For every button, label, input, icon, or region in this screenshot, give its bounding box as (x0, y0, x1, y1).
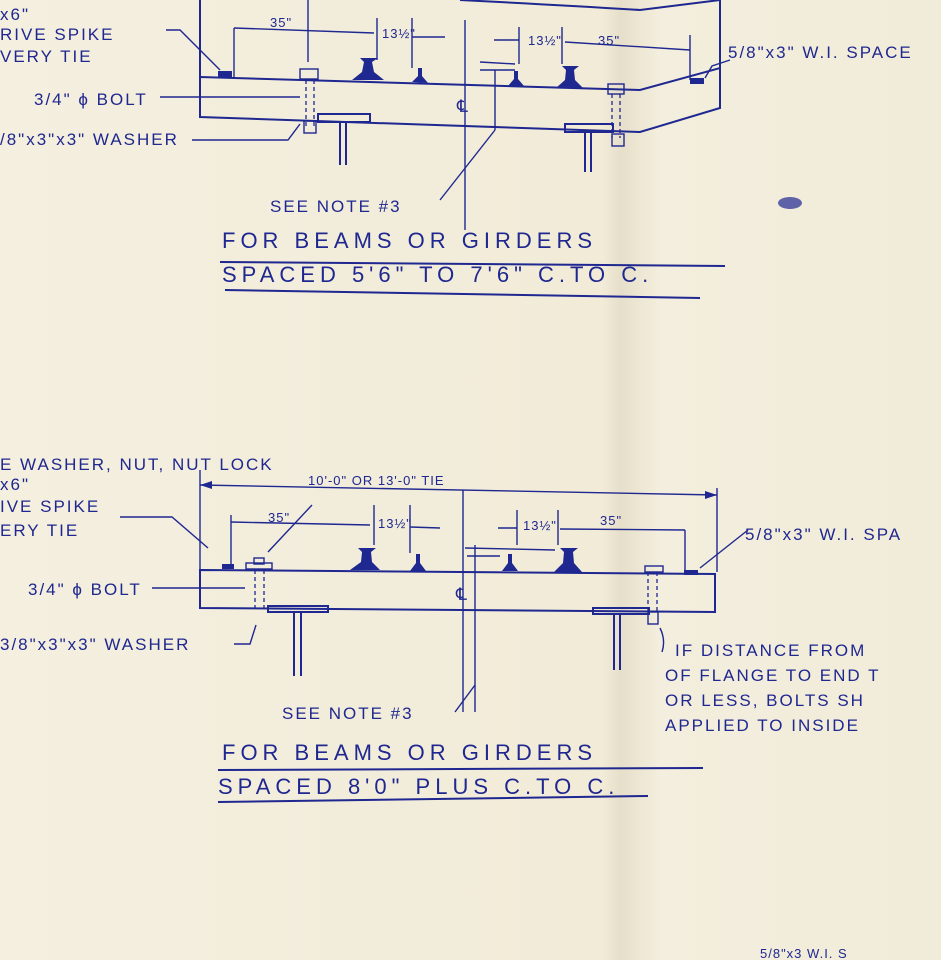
label-washer-nut-lock: E WASHER, NUT, NUT LOCK (0, 455, 274, 474)
title-beams-girders-top: FOR BEAMS OR GIRDERS (222, 228, 597, 253)
label-washer: /8"x3"x3" WASHER (0, 130, 179, 149)
dim-tie-length: 10'-0" OR 13'-0" TIE (308, 473, 445, 488)
centerline-symbol: ℄ (455, 585, 469, 604)
title-spacing-bottom: SPACED 8'0" PLUS C.TO C. (218, 774, 619, 799)
tie-outline (199, 568, 716, 614)
label-every-tie: VERY TIE (0, 47, 93, 66)
svg-text:IF DISTANCE FROM: IF DISTANCE FROM (675, 641, 866, 660)
dim-13-right: 13½" (528, 33, 562, 48)
see-note-3: SEE NOTE #3 (282, 704, 414, 723)
top-detail: ℄ 35" 13½" 13½" 35" x6" RIVE SPIKE VERY … (0, 0, 913, 299)
dim-35-right: 35" (600, 513, 622, 528)
dim-35-left: 35" (270, 15, 292, 30)
label-bolt: 3/4" ϕ BOLT (28, 580, 142, 599)
label-spike: IVE SPIKE (0, 497, 100, 516)
dim-13-right: 13½" (523, 518, 557, 533)
dim-13-left: 13½" (382, 26, 416, 41)
tie-outline (199, 66, 721, 134)
bottom-detail: 10'-0" OR 13'-0" TIE ℄ (0, 455, 902, 960)
label-spike: RIVE SPIKE (0, 25, 114, 44)
title-beams-girders-bottom: FOR BEAMS OR GIRDERS (222, 740, 597, 765)
dim-35-right: 35" (598, 33, 620, 48)
ink-blot (778, 197, 802, 209)
label-size: x6" (0, 475, 30, 494)
svg-text:APPLIED TO INSIDE: APPLIED TO INSIDE (665, 716, 860, 735)
side-note: IF DISTANCE FROM OF FLANGE TO END T OR L… (665, 641, 880, 735)
dim-13-left: 13½" (378, 516, 412, 531)
label-bolt: 3/4" ϕ BOLT (34, 90, 148, 109)
label-spacer: 5/8"x3" W.I. SPACE (728, 43, 913, 62)
title-spacing-top: SPACED 5'6" TO 7'6" C.TO C. (222, 262, 653, 287)
label-spacer: 5/8"x3" W.I. SPA (745, 525, 902, 544)
svg-text:OF FLANGE TO END T: OF FLANGE TO END T (665, 666, 880, 685)
footer-label-fragment: 5/8"x3 W.I. S (760, 946, 848, 960)
label-every-tie: ERY TIE (0, 521, 79, 540)
rails (350, 548, 582, 572)
bolt-head (299, 68, 319, 80)
centerline-symbol: ℄ (456, 97, 470, 116)
dim-35-left: 35" (268, 510, 290, 525)
label-washer: 3/8"x3"x3" WASHER (0, 635, 190, 654)
see-note-3: SEE NOTE #3 (270, 197, 402, 216)
label-size: x6" (0, 5, 30, 24)
rails (352, 58, 584, 89)
svg-text:OR LESS, BOLTS SH: OR LESS, BOLTS SH (665, 691, 865, 710)
